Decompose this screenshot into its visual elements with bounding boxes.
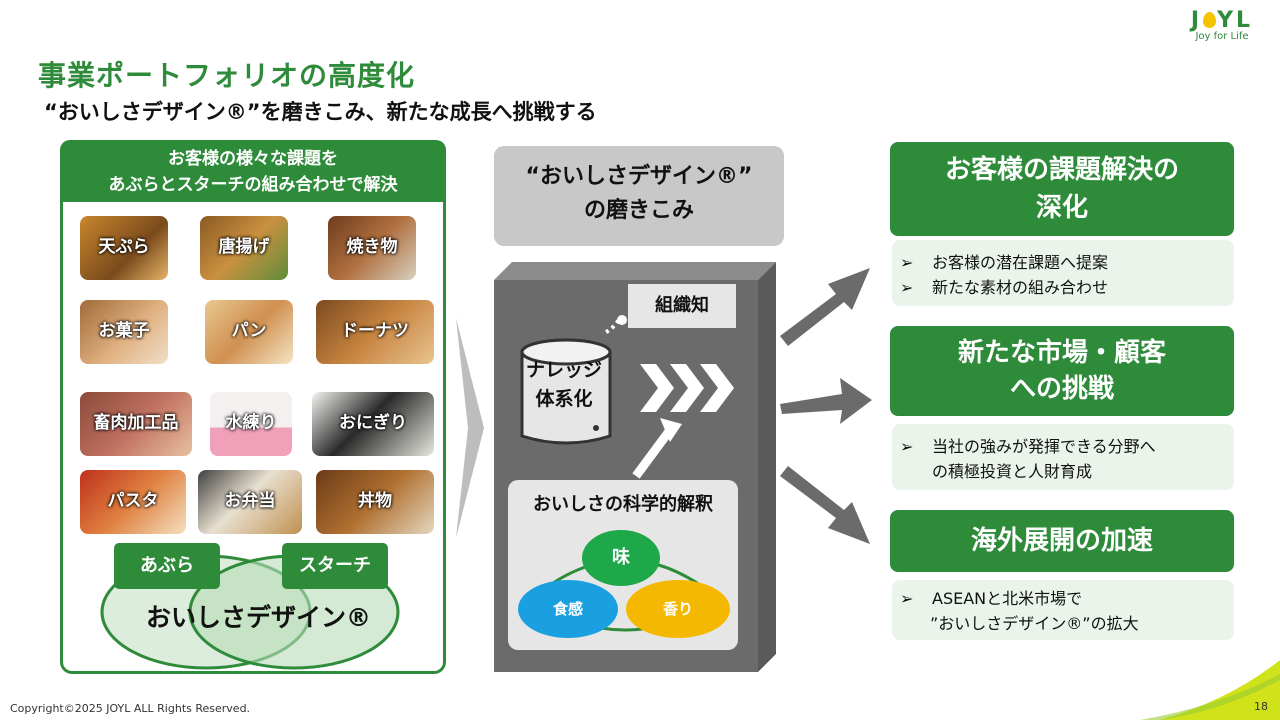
food-tile-pan: パン [205,300,293,364]
section-new-markets-body: ➢当社の強みが発揮できる分野へ の積極投資と人財育成 [892,424,1234,490]
food-tile-yakimono: 焼き物 [328,216,416,280]
oishisa-design-brand: おいしさデザイン® [146,603,372,632]
copyright: Copyright©2025 JOYL ALL Rights Reserved. [10,702,251,715]
oil-label: あぶら [114,543,220,589]
food-tile-processed-meat: 畜肉加工品 [80,392,192,456]
section-customer-solutions-body: ➢お客様の潜在課題へ提案 ➢新たな素材の組み合わせ [892,240,1234,306]
food-tile-neri: 水練り [210,392,292,456]
bullet-item: ➢ASEANと北米市場で [900,586,1234,611]
knowledge-system-label: ナレッジ 体系化 [525,359,602,410]
triple-chevron-icon [640,364,734,412]
logo-tagline: Joy for Life [1195,31,1249,42]
food-tile-okashi: お菓子 [80,300,168,364]
page-subtitle: “おいしさデザイン®”を磨きこみ、新たな成長へ挑戦する [44,100,597,124]
section-overseas: 海外展開の加速 [890,510,1234,572]
section-new-markets: 新たな市場・顧客 への挑戦 [890,326,1234,416]
starch-label: スターチ [282,543,388,589]
corner-swoosh [1140,660,1280,720]
food-tile-tempura: 天ぷら [80,216,168,280]
food-tile-karaage: 唐揚げ [200,216,288,280]
food-tile-pasta: パスタ [80,470,186,534]
page-number: 18 [1254,700,1268,713]
migaki-box: “おいしさデザイン®” の磨きこみ [494,146,784,246]
section-customer-solutions: お客様の課題解決の 深化 [890,142,1234,236]
chevron-right-icon [456,318,484,538]
up-arrow-icon [632,418,682,479]
solution-panel-header: お客様の様々な課題を あぶらとスターチの組み合わせで解決 [60,140,446,202]
organizational-knowledge-label: 組織知 [628,284,736,328]
aroma-circle: 香り [626,580,730,638]
database-icon [520,315,627,445]
bullet-item: ➢当社の強みが発揮できる分野へ [900,434,1234,459]
bullet-arrow-icon: ➢ [900,589,914,608]
food-tile-donburi: 丼物 [316,470,434,534]
bullet-item: ➢新たな素材の組み合わせ [900,275,1234,300]
food-tile-donut: ドーナツ [316,300,434,364]
science-title: おいしさの科学的解釈 [533,494,713,515]
food-tile-bento: お弁当 [198,470,302,534]
bullet-arrow-icon: ➢ [900,253,914,272]
oil-drop-icon [1203,12,1217,28]
bullet-arrow-icon: ➢ [900,437,914,456]
bullet-item: ➢お客様の潜在課題へ提案 [900,250,1234,275]
fan-arrows [780,268,872,544]
food-tile-onigiri: おにぎり [312,392,434,456]
page-title: 事業ポートフォリオの高度化 [38,59,416,92]
bullet-continuation: ”おいしさデザイン®”の拡大 [930,614,1139,633]
bullet-arrow-icon: ➢ [900,278,914,297]
section-overseas-body: ➢ASEANと北米市場で ”おいしさデザイン®”の拡大 [892,580,1234,640]
bullet-continuation: の積極投資と人財育成 [932,462,1093,481]
taste-circle: 味 [582,530,660,586]
texture-circle: 食感 [518,580,618,638]
